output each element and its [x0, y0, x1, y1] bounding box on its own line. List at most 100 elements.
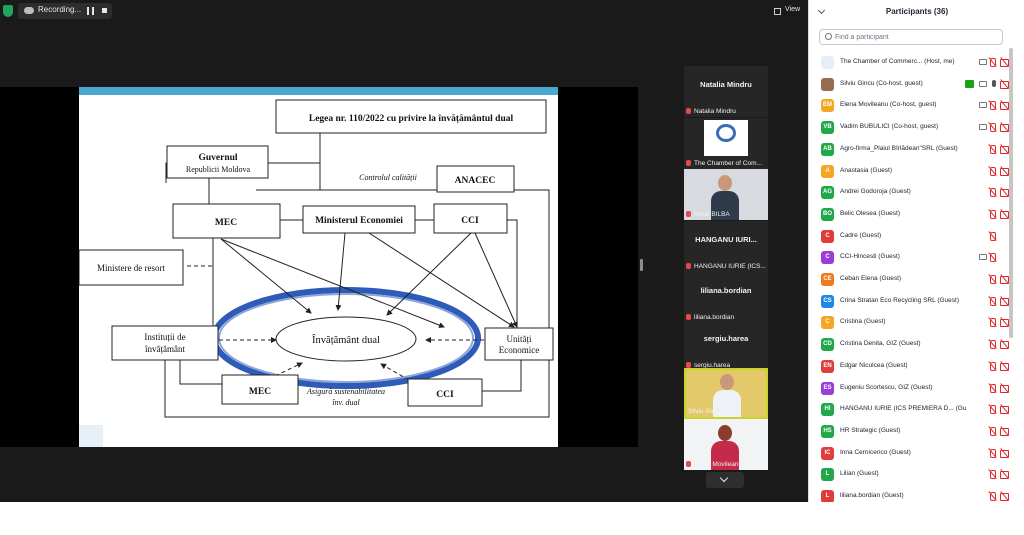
participant-status-icons: [965, 231, 1009, 242]
microphone-muted-icon[interactable]: [988, 383, 997, 393]
view-label: View: [785, 6, 801, 13]
camera-off-icon[interactable]: [1000, 317, 1009, 328]
participant-search[interactable]: [819, 29, 1003, 45]
video-tile-active-speaker[interactable]: Silviu Gincu: [684, 368, 768, 419]
microphone-muted-icon[interactable]: [988, 57, 997, 67]
participant-status-icons: [965, 187, 1009, 198]
split-view-handle[interactable]: [640, 259, 643, 271]
participant-name-text: Inna Cernicenco: [840, 448, 888, 456]
microphone-muted-icon[interactable]: [988, 122, 997, 133]
video-tile[interactable]: liliana.bordian liliana.bordian: [684, 272, 768, 323]
camera-off-icon[interactable]: [1000, 144, 1009, 154]
microphone-muted-icon[interactable]: [988, 166, 997, 176]
video-tile[interactable]: Elena Movileanu: [684, 419, 768, 470]
pause-recording-button[interactable]: [87, 7, 94, 15]
asigura-label-2: înv. dual: [332, 398, 360, 407]
participant-name: Silviu Gincu (Co-host, guest): [840, 80, 966, 87]
microphone-muted-icon[interactable]: [988, 317, 997, 328]
participant-name: HANGANU IURIE (ICS PREMIERA D... (Guest): [840, 405, 966, 412]
microphone-muted-icon[interactable]: [988, 100, 997, 111]
avatar: A: [821, 164, 834, 178]
camera-off-icon[interactable]: [1000, 166, 1009, 176]
microphone-muted-icon[interactable]: [988, 361, 997, 371]
microphone-muted-icon[interactable]: [988, 209, 997, 219]
camera-off-icon[interactable]: [1000, 57, 1009, 67]
microphone-icon[interactable]: [992, 79, 996, 87]
video-tile[interactable]: Natalia Mindru Natalia Mindru: [684, 66, 768, 117]
camera-off-icon[interactable]: [1000, 296, 1009, 306]
mic-off-icon: [686, 263, 691, 269]
camera-off-icon[interactable]: [1000, 122, 1009, 133]
microphone-muted-icon[interactable]: [988, 404, 997, 415]
view-button[interactable]: View: [774, 6, 804, 18]
microphone-muted-icon[interactable]: [988, 274, 997, 284]
camera-on-icon[interactable]: [979, 254, 987, 261]
avatar: EM: [821, 99, 834, 113]
tile-name: Natalia Mindru: [700, 80, 752, 89]
microphone-muted-icon[interactable]: [988, 339, 997, 350]
camera-off-icon[interactable]: [1000, 491, 1009, 501]
camera-off-icon[interactable]: [1000, 100, 1009, 111]
video-tile[interactable]: Mihai BILBA: [684, 169, 768, 220]
tile-name: sergiu.harea: [703, 334, 749, 343]
video-tile[interactable]: sergiu.harea sergiu.harea: [684, 320, 768, 371]
camera-off-icon[interactable]: [1000, 79, 1009, 89]
avatar: C: [821, 229, 834, 243]
camera-off-icon[interactable]: [1000, 361, 1009, 371]
shield-icon[interactable]: [3, 5, 13, 17]
camera-off-icon[interactable]: [1000, 469, 1009, 480]
microphone-muted-icon[interactable]: [988, 231, 997, 241]
camera-off-icon[interactable]: [1000, 404, 1009, 415]
camera-off-icon[interactable]: [1000, 209, 1009, 219]
microphone-muted-icon[interactable]: [988, 426, 997, 436]
microphone-muted-icon[interactable]: [988, 252, 997, 263]
microphone-muted-icon[interactable]: [988, 469, 997, 480]
camera-off-icon[interactable]: [1000, 383, 1009, 393]
camera-off-icon[interactable]: [1000, 187, 1009, 198]
arrow-minec-unitati: [368, 232, 515, 328]
camera-on-icon[interactable]: [979, 102, 987, 109]
camera-off-icon[interactable]: [1000, 274, 1009, 284]
microphone-muted-icon[interactable]: [988, 187, 997, 198]
camera-on-icon[interactable]: [979, 124, 987, 131]
share-screen-icon[interactable]: [965, 79, 974, 88]
scroll-tiles-down-button[interactable]: [706, 472, 744, 488]
participant-row[interactable]: The Chamber of Commerc... (Host, me): [809, 52, 1009, 73]
microphone-muted-icon[interactable]: [988, 491, 997, 501]
stop-recording-button[interactable]: [102, 8, 107, 13]
microphone-muted-icon[interactable]: [988, 448, 997, 458]
video-tile[interactable]: The Chamber of Com...: [684, 118, 768, 169]
microphone-muted-icon[interactable]: [988, 144, 997, 154]
participant-search-input[interactable]: [835, 31, 995, 43]
participant-status-icons: [965, 252, 1009, 263]
participants-scrollbar[interactable]: [1009, 48, 1013, 338]
camera-off-icon[interactable]: [1000, 448, 1009, 458]
tile-label: sergiu.harea: [684, 360, 768, 371]
camera-off-icon[interactable]: [1000, 426, 1009, 436]
camera-off-icon[interactable]: [1000, 339, 1009, 350]
participant-row[interactable]: Silviu Gincu (Co-host, guest): [809, 74, 1009, 95]
video-tile[interactable]: HANGANU IURI... HANGANU IURIE (ICS...: [684, 221, 768, 272]
camera-on-icon[interactable]: [979, 80, 987, 87]
camera-on-icon[interactable]: [979, 59, 987, 65]
microphone-muted-icon[interactable]: [988, 296, 997, 306]
